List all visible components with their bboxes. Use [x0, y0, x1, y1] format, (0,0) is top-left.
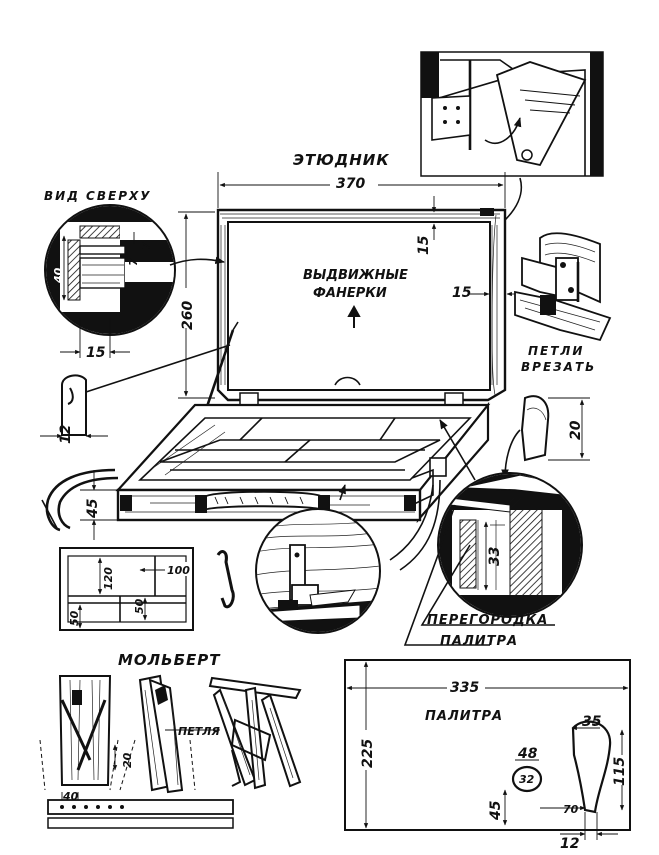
dim-15-top: 15 [416, 235, 432, 255]
title-etyudnik: ЭТЮДНИК [293, 151, 390, 169]
dim-260: 260 [180, 301, 196, 330]
dim-225: 225 [360, 739, 376, 768]
dim-32: 32 [519, 773, 535, 786]
palette-drawing: 335 ПАЛИТРА 225 32 48 45 70 35 115 12 [344, 659, 631, 852]
height-dimension: 260 [178, 211, 215, 399]
dim-33-detail: 33 [487, 547, 503, 566]
label-palette-callout: ПАЛИТРА [440, 634, 518, 649]
hook-detail: 12 [40, 344, 231, 444]
dim-40-profile: 40 [52, 267, 65, 284]
label-top-view: ВИД СВЕРХУ [44, 189, 152, 203]
depth-dimension: 45 [80, 470, 118, 540]
dim-70: 70 [563, 803, 579, 816]
dim-335: 335 [450, 680, 479, 696]
label-partition: ПЕРЕГОРОДКА [427, 613, 548, 628]
dim-7-b: 7 [127, 258, 140, 266]
clip-icon [216, 550, 235, 609]
width-dimension: 370 [217, 172, 506, 208]
dim-115: 115 [612, 757, 628, 786]
dim-12-palette: 12 [560, 836, 579, 852]
label-sliding-panels-2: ФАНЕРКИ [313, 286, 387, 301]
dim-35: 35 [582, 714, 602, 730]
corner-hinge-detail [420, 51, 604, 221]
dim-20-detail: 20 [568, 420, 584, 440]
inset-hinge-detail [514, 232, 612, 342]
clip-profile-detail: 20 [501, 395, 590, 479]
dim-12-hook: 12 [58, 425, 74, 444]
latch-detail [255, 484, 381, 634]
dim-100-tray: 100 [167, 564, 190, 577]
label-palette-title: ПАЛИТРА [425, 709, 503, 724]
label-hinges-1: ПЕТЛИ [528, 344, 584, 358]
dim-7-a: 7 [140, 242, 153, 250]
dim-48: 48 [517, 746, 538, 762]
easel-drawing: 40 20 ПЕТЛЯ [39, 674, 302, 829]
dim-370: 370 [336, 176, 365, 192]
dim-20-easel: 20 [121, 752, 134, 768]
dim-15-profile: 15 [86, 345, 106, 361]
up-arrow-icon [347, 304, 361, 328]
label-easel-hinge: ПЕТЛЯ [178, 725, 220, 738]
dim-45-palette: 45 [488, 800, 504, 821]
label-sliding-panels-1: ВЫДВИЖНЫЕ [303, 268, 408, 283]
dim-15-side: 15 [452, 285, 472, 301]
tray-plan: 120 100 50 50 [59, 547, 194, 631]
partition-section-detail: 33 [403, 419, 583, 646]
label-easel: МОЛЬБЕРТ [118, 651, 221, 669]
dim-50-tray-a: 50 [133, 598, 146, 614]
frame-dimensions: 15 15 [416, 196, 520, 301]
label-hinges-2: ВРЕЗАТЬ [521, 360, 596, 374]
dim-120-tray: 120 [102, 567, 115, 590]
open-box [41, 208, 507, 571]
top-view-profile-detail: 40 7 7 15 [44, 204, 225, 361]
dim-50-tray-b: 50 [68, 610, 81, 626]
dim-45-depth: 45 [85, 498, 101, 519]
